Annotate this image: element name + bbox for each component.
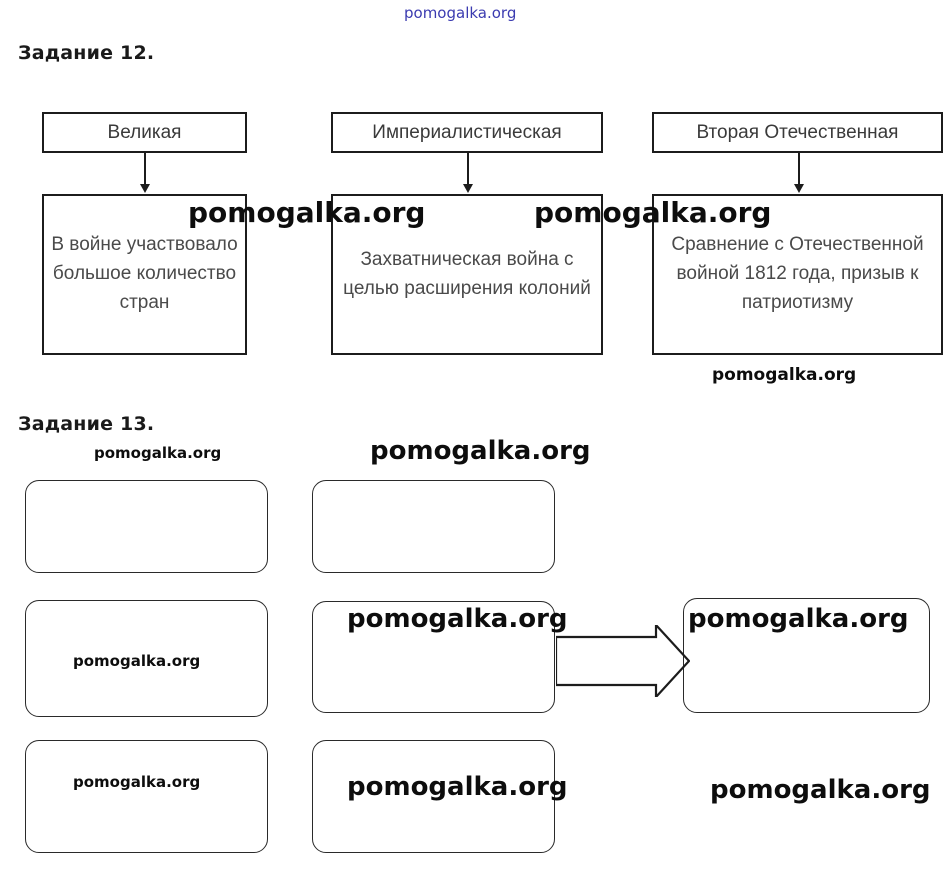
task-12-label-text-1: Великая — [107, 121, 182, 143]
task-12-label-box-2: Империалистическая — [331, 112, 603, 153]
watermark-task13-h: pomogalka.org — [710, 775, 931, 805]
task-13-box-r1c2[interactable] — [312, 480, 555, 573]
task-12-detail-box-1: В войне участвовало большое количество с… — [42, 194, 247, 355]
task-12-label-text-2: Империалистическая — [372, 121, 562, 143]
task-12-label-box-1: Великая — [42, 112, 247, 153]
watermark-task13-a: pomogalka.org — [94, 444, 222, 462]
watermark-task13-b: pomogalka.org — [370, 436, 591, 466]
task-13-box-r3c1[interactable] — [25, 740, 268, 853]
task-12-detail-box-3: Сравнение с Отечественной войной 1812 го… — [652, 194, 943, 355]
task-12-detail-text-3: Сравнение с Отечественной войной 1812 го… — [671, 234, 924, 313]
task-12-label-box-3: Вторая Отечественная — [652, 112, 943, 153]
task-12-detail-text-1: В войне участвовало большое количество с… — [51, 234, 238, 313]
task-12-title: Задание 12. — [18, 42, 155, 64]
task-13-box-r1c1[interactable] — [25, 480, 268, 573]
task-13-box-r2c2[interactable] — [312, 601, 555, 713]
task-13-title: Задание 13. — [18, 413, 155, 435]
task-13-box-r3c2[interactable] — [312, 740, 555, 853]
task-13-box-r2c1[interactable] — [25, 600, 268, 717]
task-13-box-r2c3[interactable] — [683, 598, 930, 713]
task-12-detail-box-2: Захватническая война с целью расширения … — [331, 194, 603, 355]
watermark-task12-below: pomogalka.org — [712, 365, 857, 385]
task-12-label-text-3: Вторая Отечественная — [696, 121, 899, 143]
task-12-detail-text-2: Захватническая война с целью расширения … — [343, 248, 591, 299]
task-13-block-arrow — [556, 625, 690, 697]
watermark-top: pomogalka.org — [404, 4, 517, 22]
